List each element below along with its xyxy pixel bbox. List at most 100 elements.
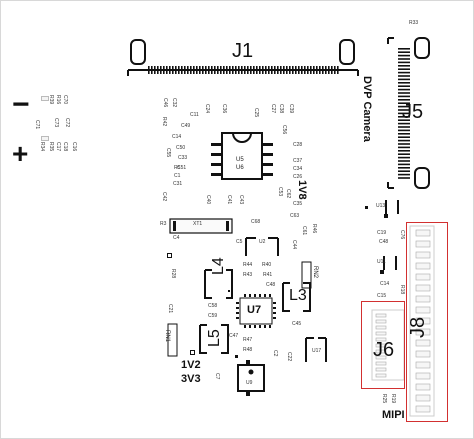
connector-pin	[292, 66, 294, 74]
connector-pin	[398, 51, 410, 53]
connector-pin	[172, 66, 174, 74]
ref-c14-right: C14	[380, 281, 390, 287]
connector-pin	[398, 102, 410, 104]
connector-pin	[415, 262, 431, 270]
connector-pin	[415, 328, 431, 336]
j1-connector	[127, 39, 359, 76]
connector-pin	[244, 325, 246, 328]
connector-pin	[398, 156, 410, 159]
ref-c55: C55	[165, 148, 171, 158]
connector-pin	[398, 122, 410, 125]
ref-r34: R34	[39, 142, 45, 152]
connector-pin	[269, 325, 271, 328]
ref-c17: C17	[55, 142, 61, 152]
connector-pin	[415, 394, 431, 402]
connector-pin	[205, 66, 207, 74]
connector-pin	[274, 66, 276, 74]
ref-r28: R28	[170, 269, 176, 279]
connector-pin	[398, 126, 410, 128]
l5-inductor-outline	[199, 324, 229, 354]
connector-pin	[398, 146, 410, 149]
ref-r42: R42	[161, 117, 167, 127]
connector-pin	[398, 129, 410, 132]
connector-pin	[235, 66, 237, 74]
connector-pin	[375, 361, 387, 366]
connector-pin	[398, 68, 410, 70]
connector-pin	[415, 405, 431, 413]
u11-label: U11	[377, 259, 386, 265]
j6-label: J6	[373, 339, 395, 361]
connector-pin	[298, 66, 300, 74]
u9-chip-outline	[237, 360, 265, 396]
ref-c68: C68	[251, 219, 261, 225]
ref-c46: C46	[162, 98, 168, 108]
ref-c31: C31	[173, 181, 183, 187]
ref-r46: R46	[311, 224, 317, 234]
pad-u13-a	[384, 214, 388, 218]
ref-c61: C61	[301, 226, 307, 236]
connector-pin	[415, 240, 431, 248]
connector-pin	[398, 167, 410, 169]
connector-pin	[208, 66, 210, 74]
u13-chip-outline	[385, 200, 399, 214]
ref-r35: R35	[48, 142, 54, 152]
connector-pin	[241, 66, 243, 74]
u17-label: U17	[312, 348, 322, 354]
connector-pin	[220, 66, 222, 74]
connector-pin	[398, 143, 410, 145]
ref-c2: C2	[272, 350, 278, 357]
ref-c34: C34	[293, 166, 303, 172]
connector-pin	[375, 331, 387, 336]
ref-c50: C50	[176, 145, 186, 151]
connector-pin	[196, 66, 198, 74]
pad-l4-dot	[228, 290, 230, 292]
connector-pin	[157, 66, 159, 74]
connector-pin	[375, 373, 387, 378]
connector-pin	[398, 99, 410, 101]
ref-r41: R41	[263, 272, 273, 278]
connector-pin	[214, 66, 216, 74]
ref-c76: C76	[399, 230, 405, 240]
connector-pin	[375, 355, 387, 360]
j8-highlight-box	[406, 222, 448, 422]
j5-label: J5	[402, 101, 424, 123]
connector-pin	[398, 82, 410, 84]
ref-c25: C25	[253, 108, 259, 118]
connector-pin	[289, 66, 291, 74]
j6-highlight-box	[361, 301, 405, 389]
connector-pin	[319, 66, 321, 74]
connector-pin	[238, 66, 240, 74]
connector-pin	[375, 349, 387, 354]
ref-c38: C38	[278, 104, 284, 114]
connector-pin	[398, 85, 410, 87]
connector-pin	[375, 367, 387, 372]
connector-pin	[169, 66, 171, 74]
ref-c24: C24	[204, 104, 210, 114]
connector-pin	[325, 66, 327, 74]
ref-c63: C63	[290, 213, 300, 219]
connector-pin	[398, 173, 410, 176]
connector-pin	[148, 66, 150, 74]
connector-pin	[254, 294, 256, 297]
l5-label: L5	[206, 329, 223, 347]
ref-r44: R44	[243, 262, 253, 268]
connector-pin	[249, 294, 251, 297]
u13-label: U13	[376, 203, 386, 209]
minus-terminal-label: −	[12, 88, 30, 121]
ref-c21: C21	[167, 304, 173, 314]
connector-pin	[322, 66, 324, 74]
connector-pin	[375, 313, 387, 318]
ref-r19: R19	[390, 394, 396, 404]
connector-pin	[398, 65, 410, 67]
connector-pin	[265, 66, 267, 74]
connector-pin	[375, 343, 387, 348]
ref-r18: R18	[399, 285, 405, 295]
ref-c71: C71	[34, 120, 40, 130]
connector-pin	[273, 307, 276, 309]
connector-pin	[415, 229, 431, 237]
ref-c45: C45	[292, 321, 302, 327]
connector-pin	[249, 325, 251, 328]
connector-pin	[271, 66, 273, 74]
ref-c33: C33	[178, 155, 188, 161]
